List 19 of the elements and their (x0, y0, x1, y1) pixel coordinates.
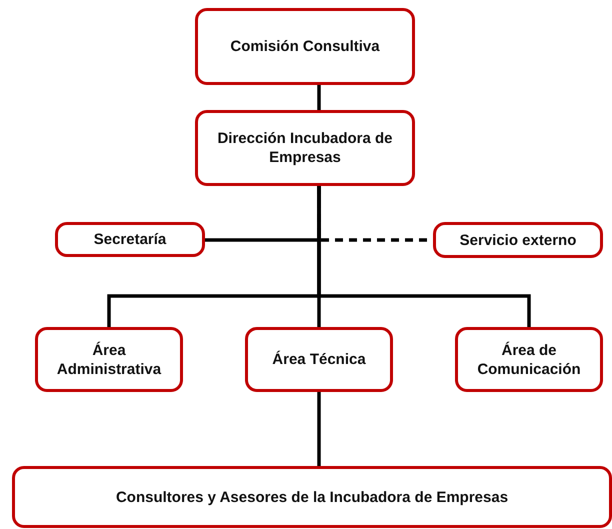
org-box (245, 327, 393, 392)
org-box (55, 222, 205, 257)
connector-line (317, 392, 321, 466)
connector-line (317, 186, 531, 327)
org-box (433, 222, 603, 258)
org-box (35, 327, 183, 392)
box-label: Área Técnica (271, 350, 367, 369)
org-box (12, 466, 612, 528)
box-label: Área de Comunicación (476, 340, 582, 378)
org-box (455, 327, 603, 392)
connector-line (317, 85, 321, 110)
box-label: Secretaría (92, 230, 168, 249)
box-label: Servicio externo (458, 230, 578, 250)
box-label: Consultores y Asesores de la Incubadora de Empresas (114, 488, 510, 506)
box-label: Área Administrativa (56, 340, 162, 378)
org-box (195, 8, 415, 85)
box-label: Comisión Consultiva (229, 37, 381, 56)
box-label: Dirección Incubadora de Empresas (216, 129, 394, 167)
org-box (195, 110, 415, 186)
